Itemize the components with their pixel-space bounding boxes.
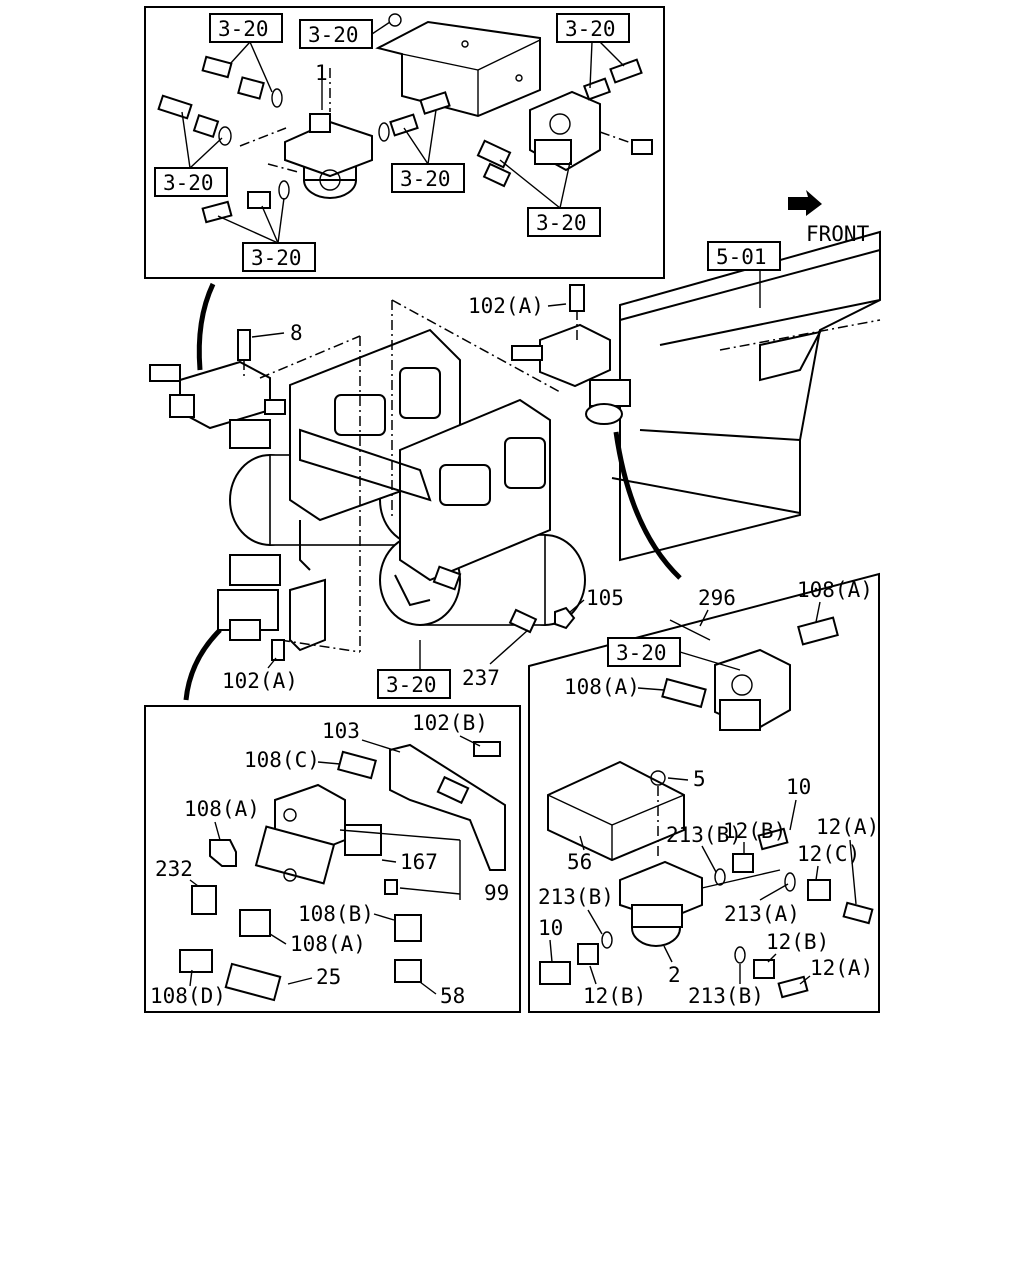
lower-left-panel-parts bbox=[179, 741, 506, 1002]
callout-103: 103 bbox=[322, 719, 360, 743]
lower-right-detail-panel bbox=[528, 572, 880, 1013]
svg-text:3-20: 3-20 bbox=[218, 17, 269, 41]
svg-text:3-20: 3-20 bbox=[386, 673, 437, 697]
callout-213a: 213(A) bbox=[724, 902, 800, 926]
callout-10: 10 bbox=[786, 775, 811, 799]
callout-167: 167 bbox=[400, 850, 438, 874]
leader-arc-top-left bbox=[196, 282, 216, 371]
svg-text:3-20: 3-20 bbox=[616, 641, 667, 665]
svg-text:3-20: 3-20 bbox=[251, 246, 302, 270]
callout-232: 232 bbox=[155, 857, 193, 881]
main-frame-assembly bbox=[149, 230, 881, 672]
callout-12b: 12(B) bbox=[583, 984, 646, 1008]
callout-2: 2 bbox=[668, 963, 681, 987]
callout-213b: 213(B) bbox=[666, 823, 742, 847]
callout-12a: 12(A) bbox=[810, 956, 873, 980]
callout-213b: 213(B) bbox=[538, 885, 614, 909]
callout-296: 296 bbox=[698, 586, 736, 610]
ref-box[interactable]: 3-20 bbox=[242, 242, 316, 272]
front-direction-indicator: FRONT bbox=[788, 190, 870, 246]
ref-box[interactable]: 3-20 bbox=[209, 13, 283, 43]
callout-102a: 102(A) bbox=[468, 294, 544, 318]
callout-108a: 108(A) bbox=[564, 675, 640, 699]
leader-arc-right bbox=[613, 431, 682, 580]
callout-99: 99 bbox=[484, 881, 509, 905]
ref-box[interactable]: 3-20 bbox=[391, 163, 465, 193]
callout-12a: 12(A) bbox=[816, 815, 879, 839]
svg-text:3-20: 3-20 bbox=[308, 23, 359, 47]
callout-1: 1 bbox=[315, 61, 328, 85]
callout-12b: 12(B) bbox=[766, 930, 829, 954]
callout-108a: 108(A) bbox=[290, 932, 366, 956]
callout-237: 237 bbox=[462, 666, 500, 690]
callout-25: 25 bbox=[316, 965, 341, 989]
svg-text:3-20: 3-20 bbox=[565, 17, 616, 41]
callout-213b: 213(B) bbox=[688, 984, 764, 1008]
callout-12c: 12(C) bbox=[797, 842, 860, 866]
svg-text:3-20: 3-20 bbox=[163, 171, 214, 195]
ref-box[interactable]: 3-20 bbox=[527, 207, 601, 237]
callout-102b: 102(B) bbox=[412, 711, 488, 735]
callout-108a: 108(A) bbox=[797, 578, 873, 602]
callout-10: 10 bbox=[538, 916, 563, 940]
callout-102a: 102(A) bbox=[222, 669, 298, 693]
svg-text:5-01: 5-01 bbox=[716, 245, 767, 269]
front-label: FRONT bbox=[806, 222, 870, 246]
callout-56: 56 bbox=[567, 850, 592, 874]
callout-58: 58 bbox=[440, 984, 465, 1008]
ref-box[interactable]: 3-20 bbox=[154, 167, 228, 197]
top-panel-parts bbox=[157, 13, 653, 224]
callout-108c: 108(C) bbox=[244, 748, 320, 772]
callout-108b: 108(B) bbox=[298, 902, 374, 926]
ref-box[interactable]: 5-01 bbox=[707, 241, 781, 271]
top-leader-lines bbox=[181, 21, 761, 671]
svg-text:3-20: 3-20 bbox=[400, 167, 451, 191]
ref-box[interactable]: 3-20 bbox=[299, 19, 373, 49]
lower-right-panel-parts bbox=[539, 616, 874, 999]
callout-5: 5 bbox=[693, 767, 706, 791]
callout-108d: 108(D) bbox=[150, 984, 226, 1008]
ref-box[interactable]: 3-20 bbox=[556, 13, 630, 43]
ref-box[interactable]: 3-20 bbox=[377, 669, 451, 699]
callout-8: 8 bbox=[290, 321, 303, 345]
callout-105: 105 bbox=[586, 586, 624, 610]
svg-text:3-20: 3-20 bbox=[536, 211, 587, 235]
leader-arc-bottom-left bbox=[183, 628, 222, 701]
ref-box[interactable]: 3-20 bbox=[607, 637, 681, 667]
callout-108a: 108(A) bbox=[184, 797, 260, 821]
front-arrow-icon bbox=[788, 190, 822, 216]
callout-12b: 12(B) bbox=[723, 819, 786, 843]
